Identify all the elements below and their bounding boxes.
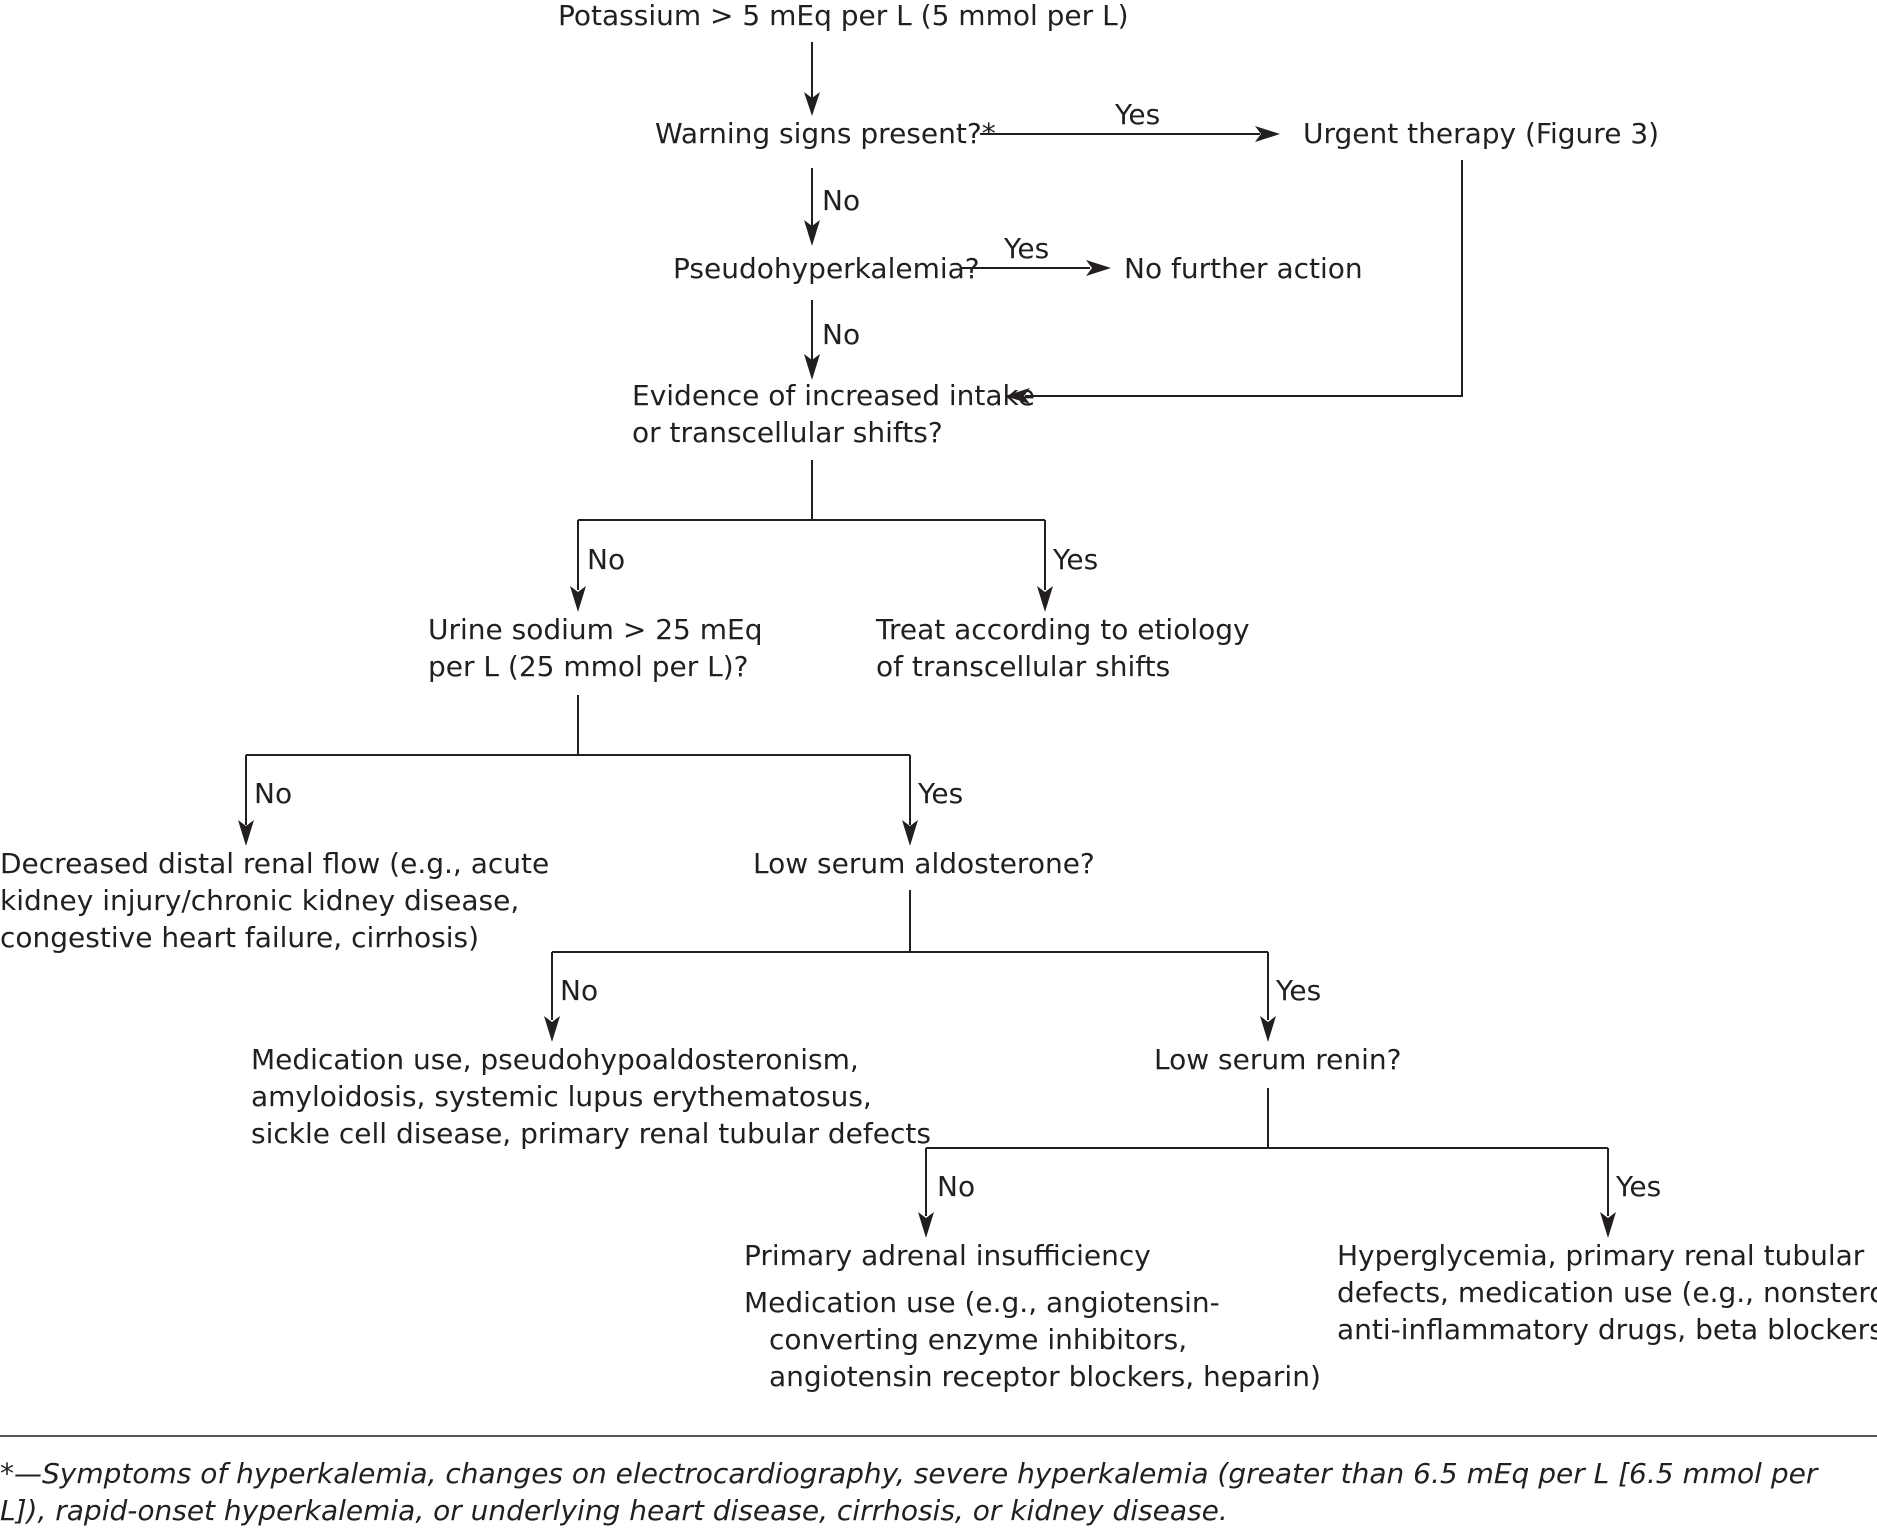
- arrowhead-renin-no: [918, 1212, 934, 1238]
- edge-label-warning-yes: Yes: [1115, 98, 1161, 131]
- node-medication-use: Medication use, pseudohypoaldosteronism,…: [251, 1043, 931, 1150]
- arrowhead-warning-no: [804, 220, 820, 246]
- node-potassium: Potassium > 5 mEq per L (5 mmol per L): [558, 0, 1129, 32]
- edge-label-sodium-no: No: [254, 777, 293, 810]
- edge-label-pseudo-no: No: [822, 318, 861, 351]
- arrow-urgent-to-intake: [1025, 160, 1463, 397]
- node-hyperglycemia: Hyperglycemia, primary renal tubular def…: [1337, 1239, 1877, 1346]
- node-urgent-therapy: Urgent therapy (Figure 3): [1303, 117, 1660, 150]
- arrowhead-urgent-to-intake: [1005, 388, 1030, 404]
- edge-label-intake-yes: Yes: [1053, 543, 1099, 576]
- edge-label-pseudo-yes: Yes: [1004, 232, 1050, 265]
- edge-label-renin-yes: Yes: [1616, 1170, 1662, 1203]
- node-decreased-flow: Decreased distal renal flow (e.g., acute…: [0, 847, 550, 954]
- edge-label-warning-no: No: [822, 184, 861, 217]
- edge-label-aldosterone-yes: Yes: [1276, 974, 1322, 1007]
- node-treat-etiology: Treat according to etiology of transcell…: [876, 613, 1250, 683]
- arrowhead-intake-yes: [1037, 586, 1053, 612]
- node-warning-signs: Warning signs present?*: [655, 117, 996, 150]
- node-urine-sodium: Urine sodium > 25 mEq per L (25 mmol per…: [428, 613, 763, 683]
- edge-label-sodium-yes: Yes: [918, 777, 964, 810]
- arrowhead-intake-no: [570, 586, 586, 612]
- arrowhead-aldosterone-no: [544, 1016, 560, 1042]
- footnote: *—Symptoms of hyperkalemia, changes on e…: [0, 1457, 1818, 1527]
- arrowhead-renin-yes: [1600, 1212, 1616, 1238]
- arrowhead-warning-yes: [1255, 126, 1280, 142]
- arrowhead-sodium-no: [238, 820, 254, 846]
- edge-label-renin-no: No: [937, 1170, 976, 1203]
- arrowhead-aldosterone-yes: [1260, 1016, 1276, 1042]
- arrowhead-pseudo-no: [804, 354, 820, 380]
- node-increased-intake: Evidence of increased intake or transcel…: [632, 379, 1035, 449]
- arrowhead-sodium-yes: [902, 820, 918, 846]
- node-low-renin: Low serum renin?: [1154, 1043, 1402, 1076]
- node-no-further-action: No further action: [1124, 252, 1363, 285]
- node-low-aldosterone: Low serum aldosterone?: [753, 847, 1095, 880]
- edge-label-intake-no: No: [587, 543, 626, 576]
- arrowhead-potassium-to-warning: [804, 92, 820, 116]
- node-adrenal: Primary adrenal insufficiency Medication…: [744, 1239, 1321, 1393]
- edge-label-aldosterone-no: No: [560, 974, 599, 1007]
- node-pseudohyperkalemia: Pseudohyperkalemia?: [673, 252, 980, 285]
- arrowhead-pseudo-yes: [1086, 260, 1111, 276]
